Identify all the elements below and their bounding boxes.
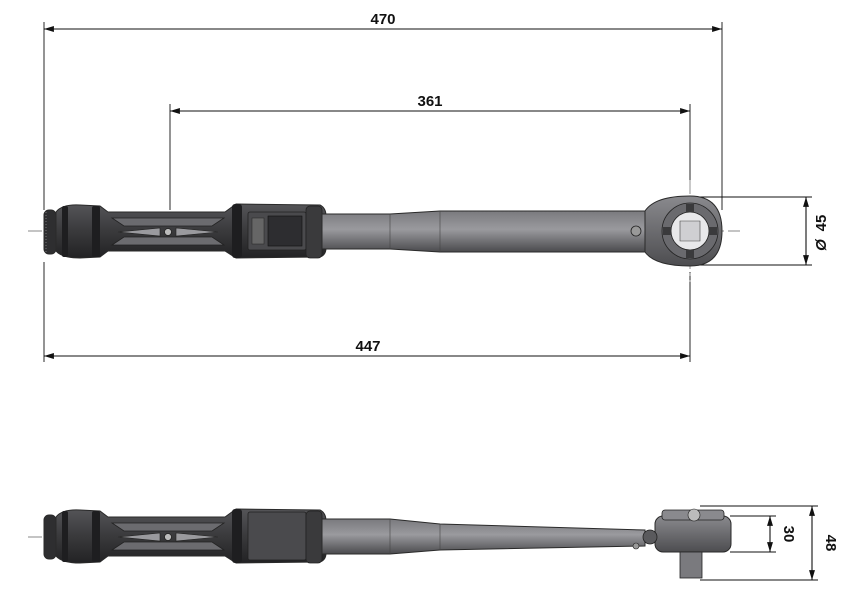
square-drive-icon	[679, 220, 701, 242]
dimension-label-470: 470	[370, 11, 395, 28]
shaft-side	[321, 518, 646, 555]
grip-rib-lower	[110, 236, 226, 246]
dimension-label-447: 447	[355, 338, 380, 355]
dimension-label-45: 45	[813, 215, 830, 232]
dimension-label-48: 48	[822, 535, 839, 552]
shaft-pin	[630, 225, 642, 237]
dimension-label-30: 30	[780, 526, 797, 543]
wrench-side-view	[43, 508, 732, 579]
shaft	[321, 210, 646, 253]
ratchet-head-side	[654, 515, 732, 553]
grip-rib-upper	[110, 217, 226, 227]
grip-center-pin	[164, 228, 172, 236]
brand-logo-mark	[251, 217, 265, 245]
end-cap	[43, 209, 57, 255]
side-view: 30 48	[28, 505, 839, 581]
dimension-label-361: 361	[417, 93, 442, 110]
end-cap-side	[43, 514, 57, 560]
dimension-label-45-group: Ø 45	[813, 215, 830, 251]
collar	[305, 205, 323, 259]
wrench-top-view	[43, 195, 723, 267]
square-drive-side	[679, 551, 703, 579]
diameter-symbol: Ø	[813, 238, 830, 251]
top-view: 470 361 447 Ø 45	[28, 11, 830, 362]
